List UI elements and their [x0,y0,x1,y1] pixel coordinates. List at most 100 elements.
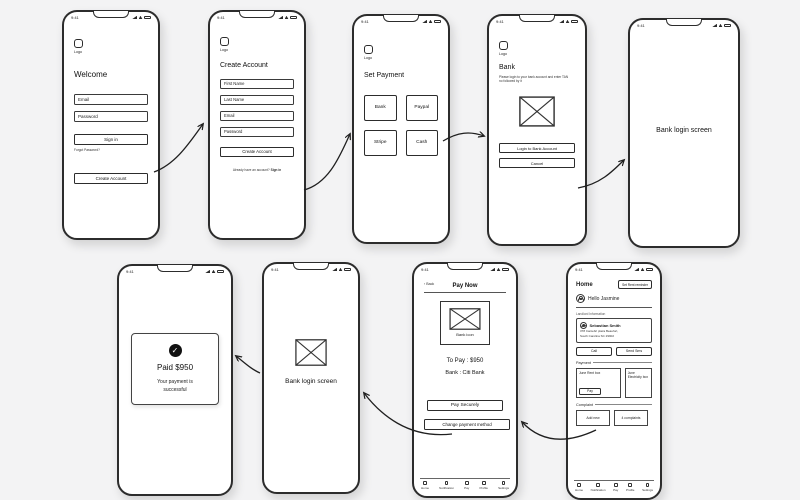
pay-securely-button[interactable]: Pay Securely [427,399,503,411]
page-title: Create Account [220,61,268,69]
first-name-field[interactable]: First Name [220,78,294,89]
nav-profile[interactable]: Profile [479,481,488,490]
forgot-password-link[interactable]: Forgot Password? [74,147,100,152]
nav-label: Home [575,488,584,492]
create-account-button[interactable]: Create Account [220,146,294,157]
password-field[interactable]: Password [74,110,148,122]
complaint-boxes-row: Add new 4 complaints [576,409,652,426]
payment-section-label: Payment [576,360,591,365]
payment-options-grid: Bank Paypal Stripe Cash [364,94,438,156]
settings-icon [501,481,506,485]
sign-in-link[interactable]: Sign in [270,167,282,172]
nav-pay[interactable]: Pay [613,483,618,492]
signal-icon [278,15,283,20]
phone-home: 9:41 Home Set Rent reminder Hello Jasmin… [566,262,662,500]
check-glyph: ✓ [171,346,179,355]
login-to-bank-button[interactable]: Login to Bank Account [499,143,575,154]
page-title: Pay Now [452,282,478,289]
complaints-count-box[interactable]: 4 complaints [614,409,648,426]
status-time: 9:41 [496,19,504,24]
payment-option-stripe[interactable]: Stripe [364,129,397,156]
success-check-icon: ✓ [168,344,182,357]
landlord-name-row: Sebastian Smith [580,321,648,329]
home-icon [423,481,427,485]
create-account-screen: Logo Create Account First Name Last Name… [212,14,302,236]
back-button[interactable]: ‹ Back [424,282,434,286]
status-time: 9:41 [271,267,279,272]
payment-boxes-row: June Rent box Pay June Electricity box [576,367,652,398]
battery-icon [344,267,351,272]
create-account-button[interactable]: Create Account [74,172,148,184]
pay-now-header: ‹ Back Pay Now [424,281,506,290]
welcome-screen: Logo Welcome Email Password Sign in Forg… [66,14,156,236]
bank-login-label: Bank login screen [285,378,337,385]
bank-icon-placeholder: Bank icon [440,300,490,345]
nav-home[interactable]: Home [421,481,429,490]
password-field[interactable]: Password [220,126,294,137]
cancel-button[interactable]: Cancel [499,158,575,169]
phone-notch [383,15,419,22]
nav-label: Notification [439,486,454,490]
add-new-complaint-box[interactable]: Add new [576,409,610,426]
bank-instructions: Please login to your bank account and en… [499,74,569,84]
signal-icon [712,23,717,28]
nav-notification[interactable]: Notification [591,483,606,492]
status-bar: 9:41 [637,23,731,28]
status-bar: 9:41 [361,19,441,24]
landlord-card: Sebastian Smith 378 Cantebri plaza Beauf… [576,317,652,343]
send-sms-button[interactable]: Send Sms [616,346,652,356]
divider [576,307,652,308]
signal-icon [490,267,495,272]
email-field[interactable]: Email [220,110,294,121]
call-button[interactable]: Call [576,346,612,356]
nav-label: Profile [625,488,635,492]
pay-icon [464,481,469,485]
june-rent-box[interactable]: June Rent box Pay [576,367,621,398]
bank-login-label: Bank login screen [656,127,712,134]
phone-set-payment: 9:41 Logo Set Payment Bank Paypal Stripe… [352,14,450,244]
payment-option-paypal[interactable]: Paypal [405,94,438,121]
landlord-address-line1: 378 Cantebri plaza Beaufort, [580,329,619,334]
nav-profile[interactable]: Profile [625,483,635,492]
user-avatar [576,294,585,303]
payment-option-bank[interactable]: Bank [364,94,397,121]
email-field[interactable]: Email [74,93,148,105]
pay-button[interactable]: Pay [579,387,601,395]
phone-bank: 9:41 Logo Bank Please login to your bank… [487,14,587,246]
phone-notch [447,263,483,270]
nav-home[interactable]: Home [575,483,583,492]
landlord-name: Sebastian Smith [589,322,621,328]
status-bar: 9:41 [71,15,151,20]
june-electricity-box[interactable]: June Electricity box [624,367,652,398]
status-time: 9:41 [71,15,79,20]
change-payment-method-button[interactable]: Change payment method [424,418,510,430]
nav-notification[interactable]: Notification [439,481,454,490]
paid-screen: ✓ Paid $950 Your payment is successful [121,268,229,492]
phone-notch [157,265,193,272]
bank-name: Bank : Citi Bank [445,369,485,376]
bank-icon-label: Bank icon [456,332,474,338]
nav-settings[interactable]: Settings [498,481,509,490]
phone-welcome: 9:41 Logo Welcome Email Password Sign in… [62,10,160,240]
nav-settings[interactable]: Settings [642,483,653,492]
status-icons [559,19,578,24]
set-rent-reminder-button[interactable]: Set Rent reminder [618,280,652,289]
status-icons [132,15,151,20]
section-line [592,362,652,363]
signal-icon [332,267,337,272]
phone-notch [596,263,632,270]
home-header: Home Set Rent reminder [576,280,652,289]
phone-bank-login-flow: 9:41 Bank login screen [262,262,360,494]
page-title: Set Payment [364,71,405,79]
payment-option-cash[interactable]: Cash [405,129,438,156]
nav-pay[interactable]: Pay [464,481,469,490]
contact-buttons-row: Call Send Sms [576,346,652,356]
app-logo: Logo [74,39,148,54]
arrow-banklogin-to-paid [236,356,261,374]
phone-notch [239,11,275,18]
greeting-row: Hello Jasmine [576,294,652,303]
sign-in-button[interactable]: Sign in [74,133,148,145]
app-logo: Logo [499,41,575,56]
home-screen: Home Set Rent reminder Hello Jasmine Lan… [570,266,658,496]
last-name-field[interactable]: Last Name [220,94,294,105]
